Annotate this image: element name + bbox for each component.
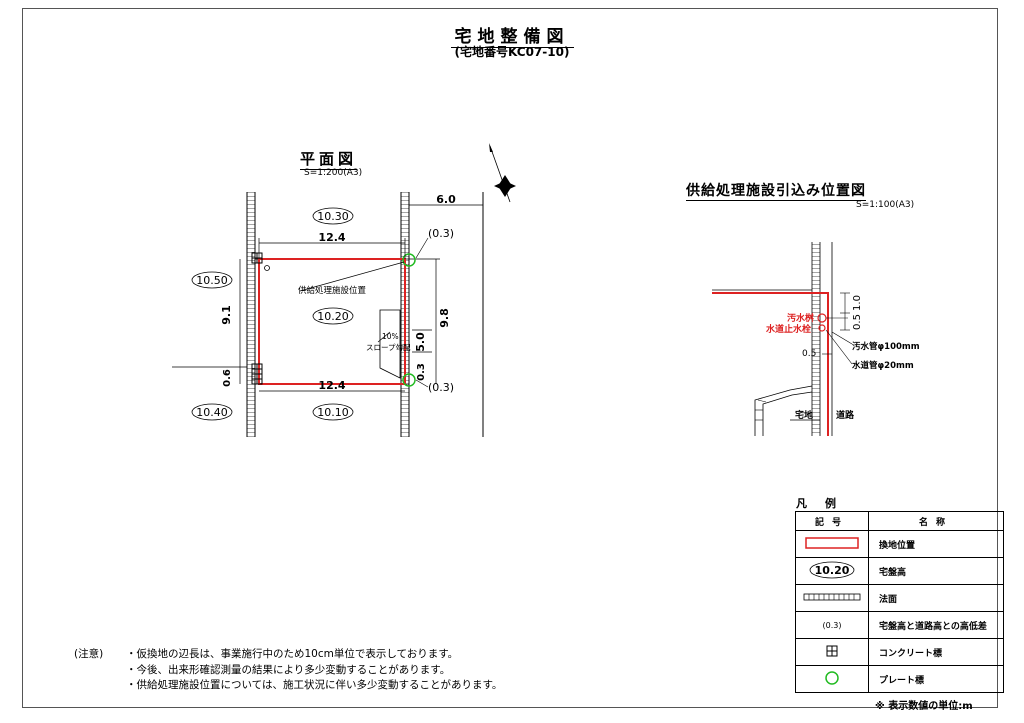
elevation-left-bottom: 10.40: [191, 403, 233, 421]
drawing-subtitle: (宅地番号KC07-10): [454, 45, 570, 59]
height-diff-top: (0.3): [428, 227, 454, 240]
water-valve-icon: [818, 324, 826, 332]
dim-left-height: 9.1: [220, 305, 233, 325]
svg-text:10.50: 10.50: [196, 274, 228, 287]
legend-title: 凡例: [796, 497, 854, 510]
dim-right-height: 9.8: [438, 308, 451, 328]
svg-text:10.20: 10.20: [815, 564, 850, 577]
concrete-marker: [251, 252, 263, 385]
dim-horizontal: 0.5: [802, 349, 816, 359]
plate-marker-icon: [825, 670, 839, 685]
svg-text:10.10: 10.10: [317, 406, 349, 419]
legend-name: 宅盤高: [868, 557, 1004, 585]
slope-grade-label: スロープ勾配: [366, 342, 411, 352]
plan-title: 平面図: [300, 150, 358, 170]
supply-scale: S=1:100(A3): [856, 200, 915, 210]
boundary-swatch-icon: [805, 536, 859, 549]
svg-text:10.40: 10.40: [196, 406, 228, 419]
dim-bottom-small: 0.6: [222, 369, 233, 387]
svg-text:10.20: 10.20: [317, 310, 349, 323]
legend-header-symbol: 記号: [795, 511, 869, 531]
legend-table: 記号 名称 換地位置 10.20 宅盤高 法面 (0.3) 宅盤高と道路高との高…: [795, 511, 1004, 693]
note-item: ・供給処理施設位置については、施工状況に伴い多少変動することがあります。: [126, 679, 503, 691]
dim-upper: 1.0: [852, 295, 863, 311]
dimension-lines: [239, 204, 483, 392]
road-slope: [811, 242, 821, 436]
sewer-pipe-label: 汚水管φ100mm: [852, 341, 920, 352]
unit-note: ※ 表示数値の単位:m: [875, 701, 973, 712]
road-label: 道路: [836, 409, 855, 421]
elevation-top: 10.30: [312, 207, 354, 225]
height-diff-symbol: (0.3): [795, 611, 869, 639]
elevation-left-top: 10.50: [191, 271, 233, 289]
plan-scale: S=1:200(A3): [304, 168, 363, 178]
left-slope: [246, 192, 256, 437]
legend-name: 換地位置: [868, 530, 1004, 558]
dim-slope-length: 5.0: [414, 332, 427, 352]
elevation-oval-icon: 10.20: [809, 561, 855, 578]
elevation-center: 10.20: [312, 307, 354, 325]
note-item: ・今後、出来形確認測量の結果により多少変動することがあります。: [126, 663, 451, 676]
legend-row: (0.3) 宅盤高と道路高との高低差: [795, 611, 1004, 639]
legend-row: プレート標: [795, 665, 1004, 693]
legend-header-name: 名称: [868, 511, 1004, 531]
plate-marker: [402, 253, 416, 267]
lot-label: 宅地: [795, 409, 813, 421]
legend-name: コンクリート標: [868, 638, 1004, 666]
concrete-marker-icon: [826, 645, 838, 656]
legend-row: 10.20 宅盤高: [795, 557, 1004, 585]
dim-top-width: 12.4: [318, 231, 345, 244]
supply-title: 供給処理施設引込み位置図: [686, 180, 866, 201]
notes: (注意) ・仮換地の辺長は、事業施行中のため10cm単位で表示しております。 ・今…: [74, 647, 502, 694]
legend-name: プレート標: [868, 665, 1004, 693]
north-arrow-icon: [489, 143, 516, 203]
slope-percent-label: 10%: [382, 332, 399, 341]
dim-right-small: 0.3: [416, 363, 427, 381]
dim-road-width: 6.0: [436, 193, 456, 206]
water-pipe-label: 水道管φ20mm: [851, 360, 914, 371]
water-valve-label: 水道止水栓: [766, 323, 811, 335]
legend-row: 法面: [795, 584, 1004, 612]
legend-name: 宅盤高と道路高との高低差: [868, 611, 1004, 639]
supply-position-label: 供給処理施設位置: [298, 285, 367, 296]
lot-boundary-detail: [712, 292, 829, 436]
plate-marker: [402, 373, 416, 387]
lower-slope: [754, 385, 820, 436]
slope-ramp: [379, 309, 401, 379]
elevation-bottom: 10.10: [312, 403, 354, 421]
legend-row: 換地位置: [795, 530, 1004, 558]
legend-name: 法面: [868, 584, 1004, 612]
notes-label: (注意): [74, 648, 104, 660]
height-diff-bottom: (0.3): [428, 381, 454, 394]
note-item: ・仮換地の辺長は、事業施行中のため10cm単位で表示しております。: [126, 648, 459, 660]
svg-text:10.30: 10.30: [317, 210, 349, 223]
legend-row: コンクリート標: [795, 638, 1004, 666]
drawing-frame: [22, 8, 998, 708]
drawing-title: 宅地整備図: [0, 22, 1024, 48]
supply-marker: [264, 265, 270, 271]
dim-bottom-width: 12.4: [318, 379, 345, 392]
dim-lower: 0.5: [852, 314, 863, 330]
sewer-basin-label: 汚水桝: [787, 312, 814, 324]
supply-dims: [822, 292, 853, 365]
slope-hatch-icon: [803, 593, 861, 600]
